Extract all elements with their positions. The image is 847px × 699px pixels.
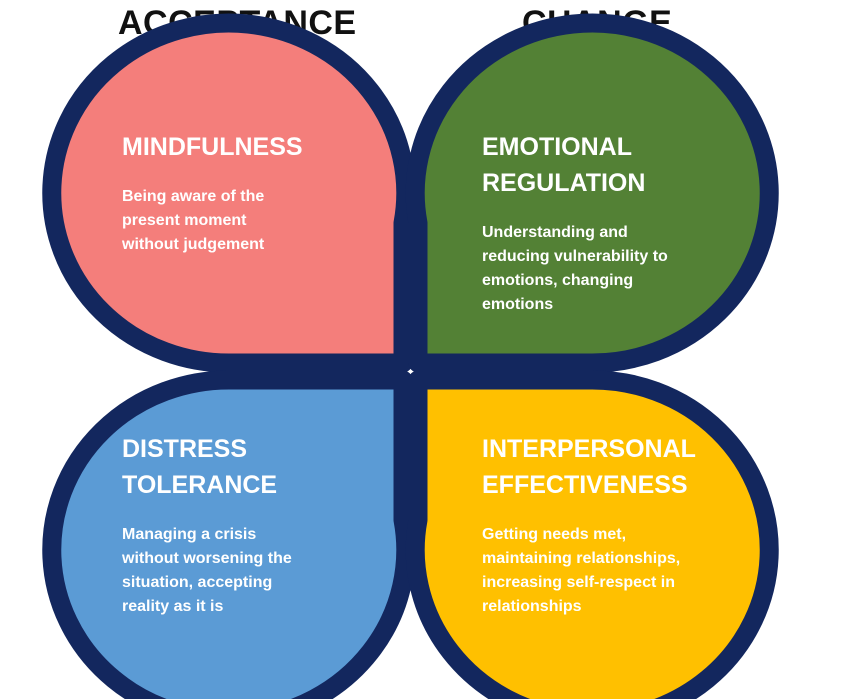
mindfulness-title: MINDFULNESS [122,133,303,161]
mindfulness-text: MINDFULNESS Being aware of the present m… [122,129,303,257]
distress-tolerance-title: DISTRESS TOLERANCE [122,435,278,499]
emotional-regulation-text: EMOTIONAL REGULATION Understanding and r… [482,129,668,317]
emotional-regulation-description: Understanding and reducing vulnerability… [482,224,668,313]
distress-tolerance-text: DISTRESS TOLERANCE Managing a crisis wit… [122,431,292,619]
interpersonal-effectiveness-title: INTERPERSONAL EFFECTIVENESS [482,435,696,499]
mindfulness-petal [42,13,416,373]
interpersonal-effectiveness-description: Getting needs met, maintaining relations… [482,526,681,615]
emotional-regulation-petal [405,13,779,373]
interpersonal-effectiveness-text: INTERPERSONAL EFFECTIVENESS Getting need… [482,431,696,619]
distress-tolerance-petal [42,370,416,699]
distress-tolerance-description: Managing a crisis without worsening the … [122,526,292,615]
emotional-regulation-title: EMOTIONAL REGULATION [482,133,646,197]
mindfulness-description: Being aware of the present moment withou… [122,188,265,253]
interpersonal-effectiveness-petal [405,370,779,699]
